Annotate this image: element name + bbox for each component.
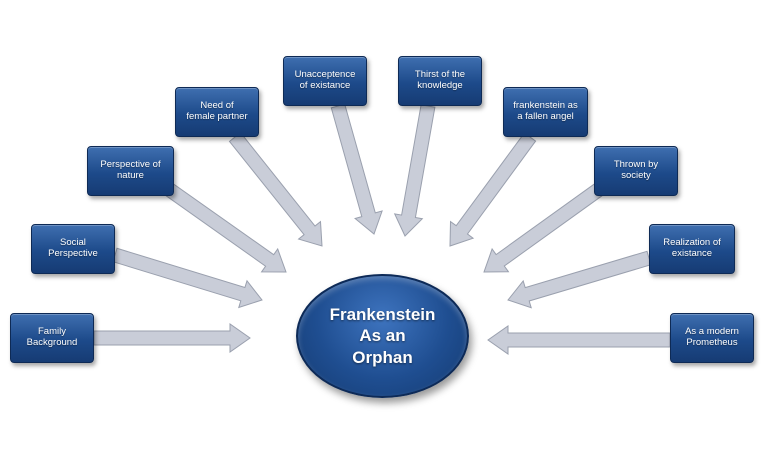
node-frankenstein-as-fallen-angel: frankenstein as a fallen angel <box>503 87 588 137</box>
center-node: Frankenstein As an Orphan <box>296 274 469 398</box>
arrow-unacceptence-of-existance <box>330 103 383 235</box>
arrow-social-perspective <box>112 247 263 309</box>
arrow-realization-of-existance <box>507 250 652 309</box>
node-thirst-of-the-knowledge: Thirst of the knowledge <box>398 56 482 106</box>
arrow-family-background <box>93 323 251 353</box>
node-as-a-modern-prometheus: As a modern Prometheus <box>670 313 754 363</box>
arrow-frankenstein-as-fallen-angel <box>449 132 537 247</box>
node-perspective-of-nature: Perspective of nature <box>87 146 174 196</box>
node-family-background: Family Background <box>10 313 94 363</box>
arrow-thirst-of-the-knowledge <box>393 104 436 237</box>
arrow-thrown-by-society <box>483 183 603 273</box>
node-social-perspective: Social Perspective <box>31 224 115 274</box>
arrow-perspective-of-nature <box>165 183 287 273</box>
node-unacceptence-of-existance: Unacceptence of existance <box>283 56 367 106</box>
node-need-of-female-partner: Need of female partner <box>175 87 259 137</box>
arrow-as-a-modern-prometheus <box>487 325 671 355</box>
arrow-need-of-female-partner <box>228 131 323 247</box>
node-realization-of-existance: Realization of existance <box>649 224 735 274</box>
node-thrown-by-society: Thrown by society <box>594 146 678 196</box>
